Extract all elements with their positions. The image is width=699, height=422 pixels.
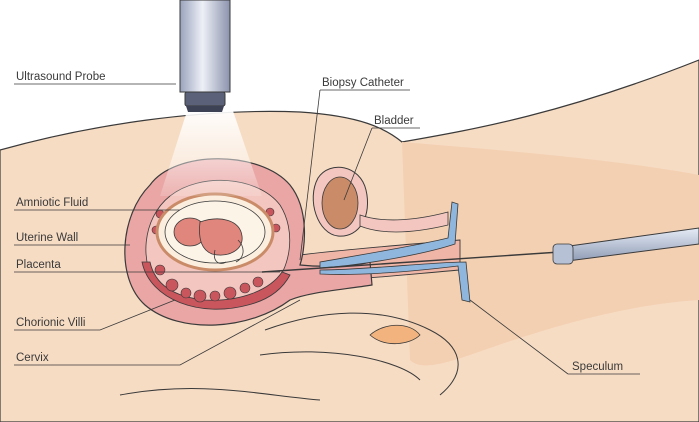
ultrasound-probe (180, 0, 230, 112)
label-cervix: Cervix (16, 352, 49, 364)
label-amniotic-fluid: Amniotic Fluid (16, 197, 88, 209)
label-uterine-wall: Uterine Wall (16, 232, 78, 244)
label-chorionic-villi: Chorionic Villi (16, 317, 85, 329)
label-placenta: Placenta (16, 259, 61, 271)
label-speculum: Speculum (572, 361, 623, 373)
bladder-inner (322, 177, 358, 229)
label-biopsy-catheter: Biopsy Catheter (322, 77, 404, 89)
label-ultrasound-probe: Ultrasound Probe (16, 71, 106, 83)
label-bladder: Bladder (374, 115, 414, 127)
